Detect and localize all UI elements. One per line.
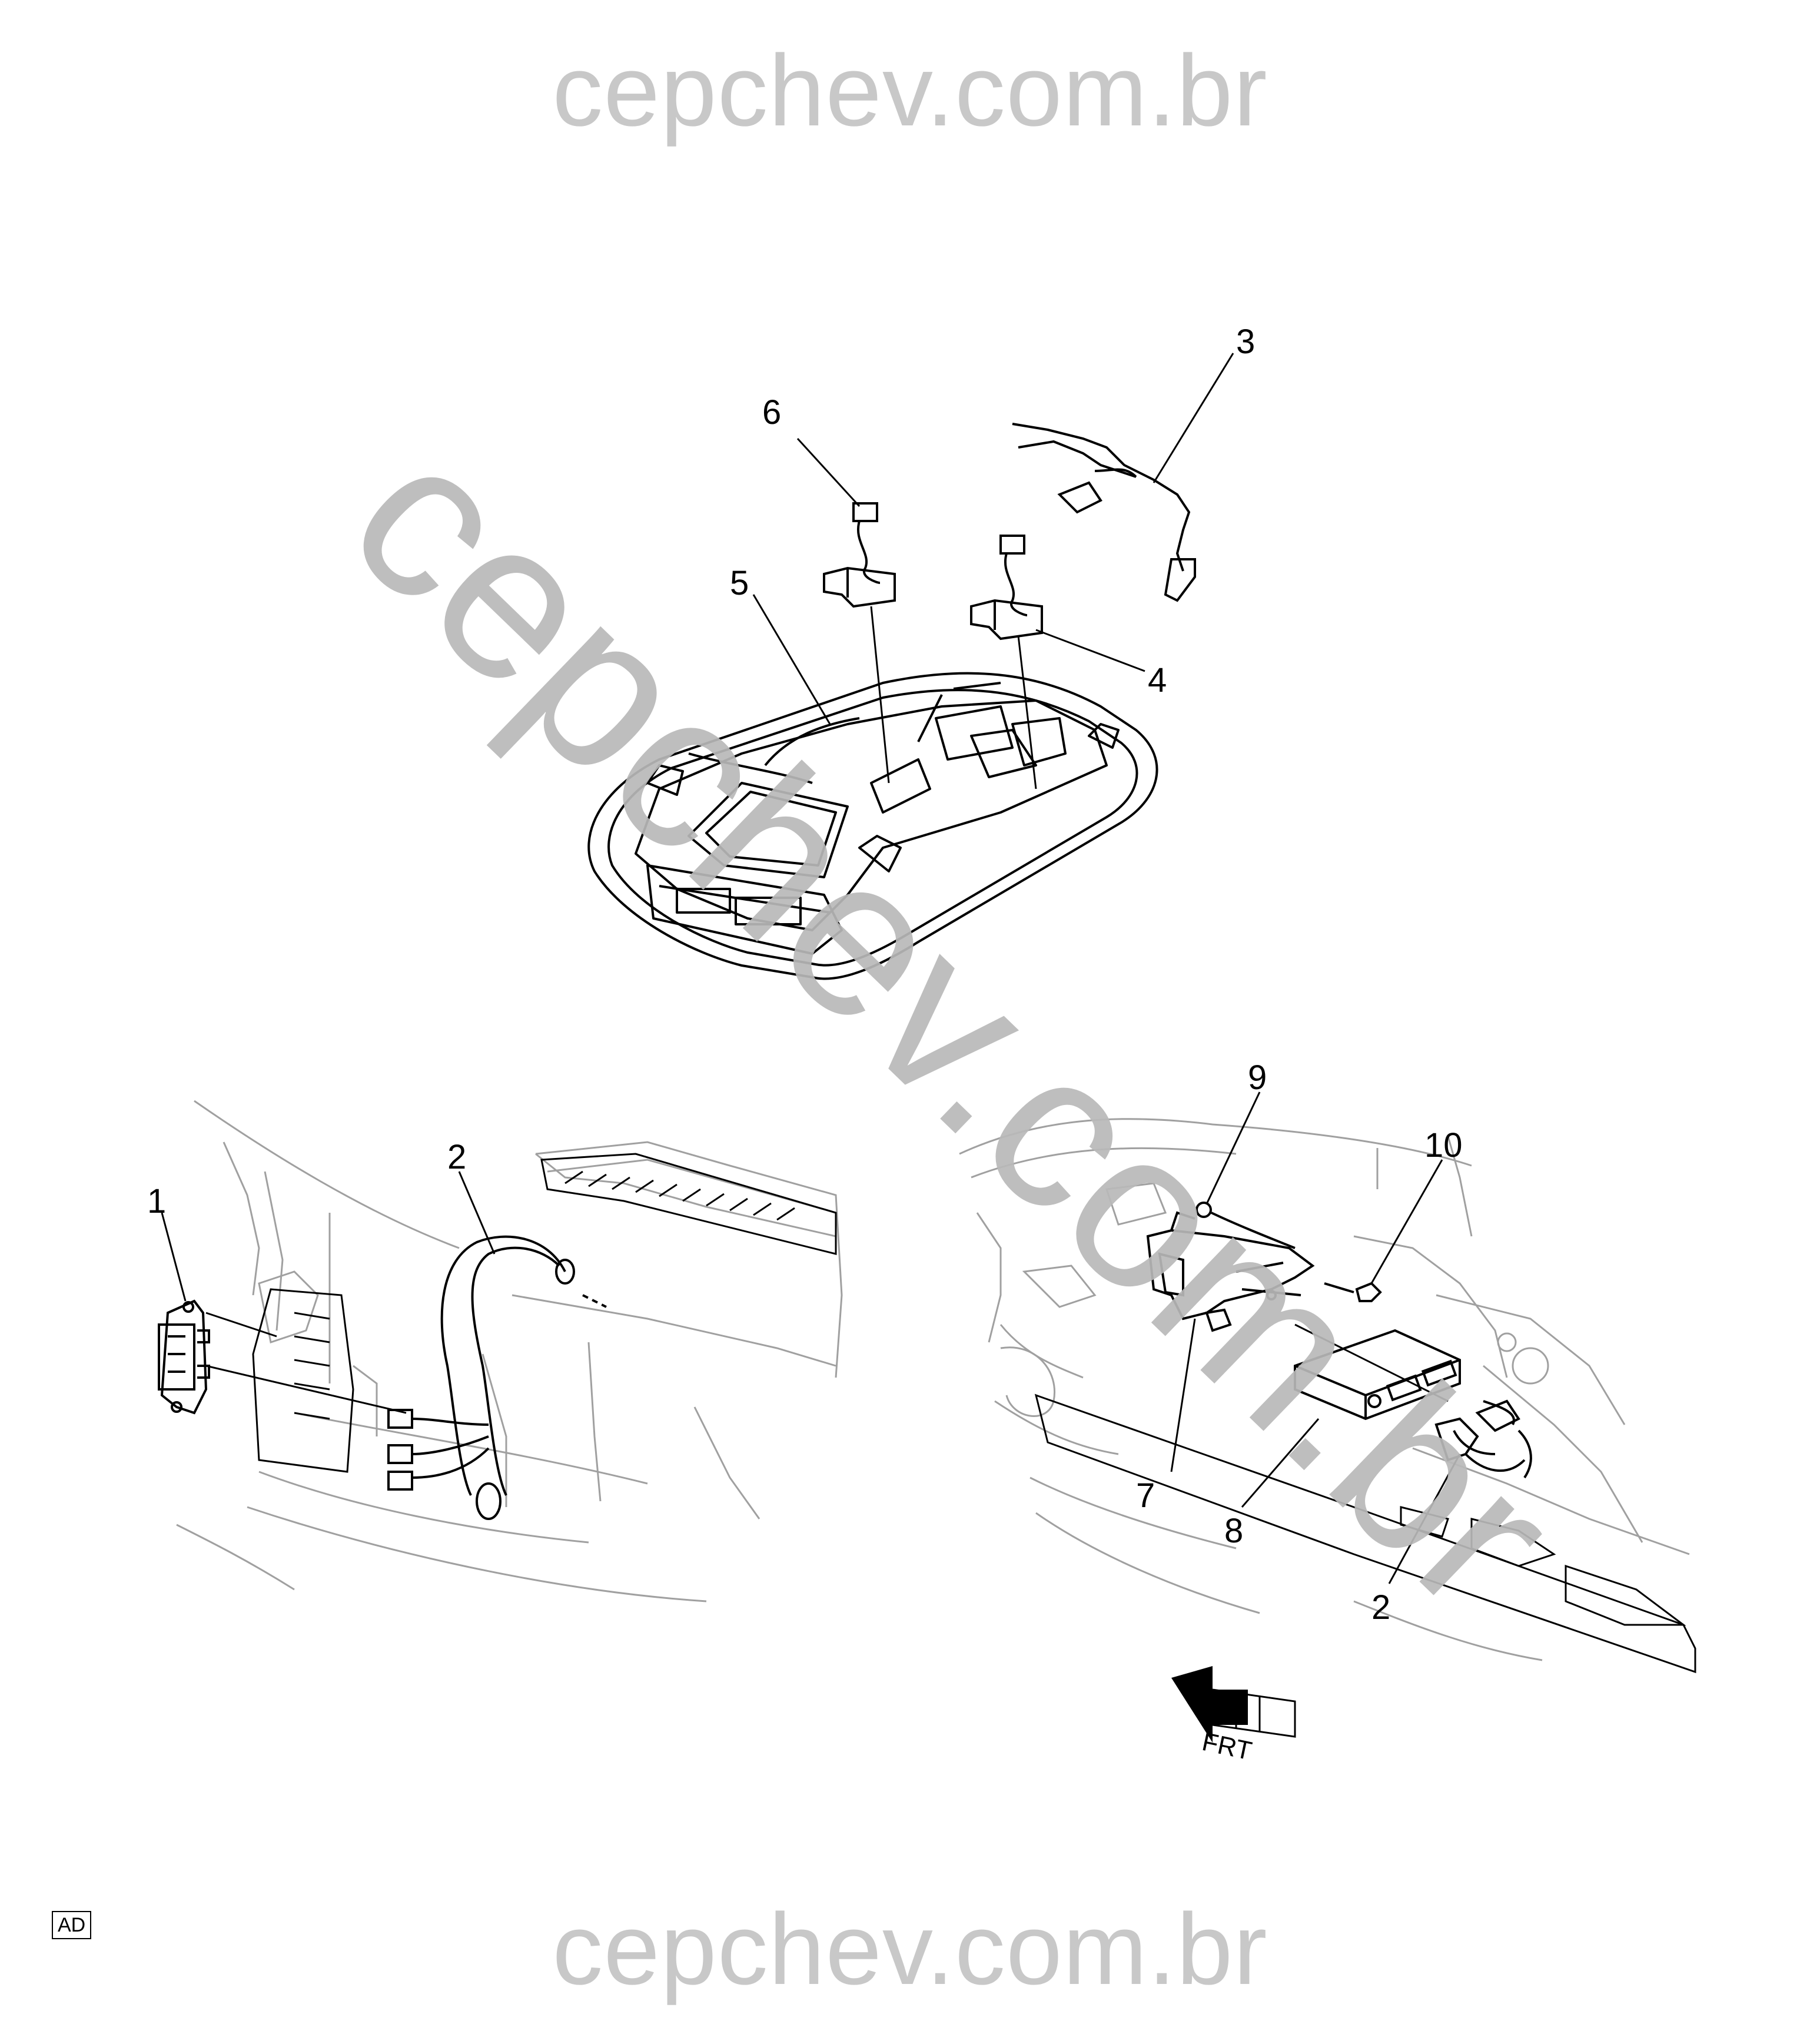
callout-4: 4 — [1148, 661, 1167, 699]
overhead-console-assembly — [587, 672, 1158, 980]
lower-left-assembly — [176, 1100, 843, 1602]
callout-labels: 1 2 3 4 5 6 7 8 9 10 2 — [147, 323, 1463, 1627]
callout-3: 3 — [1236, 323, 1255, 361]
callout-2-right: 2 — [1371, 1588, 1390, 1627]
part-4-lamp-connector — [970, 535, 1043, 641]
frt-label: FRT — [1200, 1727, 1254, 1766]
callout-7: 7 — [1136, 1476, 1155, 1515]
part-10-bolt — [1324, 1282, 1382, 1302]
leader-lines-top — [752, 353, 1234, 789]
callout-2-left: 2 — [447, 1138, 466, 1176]
part-1-module — [158, 1299, 210, 1415]
part-9-fastener — [1195, 1202, 1296, 1249]
lower-right-assembly — [959, 1118, 1690, 1661]
leader-lines-left — [161, 1171, 496, 1302]
callout-10: 10 — [1424, 1126, 1463, 1164]
leader-lines-right — [1170, 1091, 1461, 1584]
dash-panel-strip — [1034, 1393, 1696, 1674]
part-7-bracket — [1146, 1211, 1315, 1332]
watermark-bottom: cepchev.com.br — [552, 1893, 1268, 2006]
callout-9: 9 — [1248, 1058, 1267, 1097]
callout-6: 6 — [762, 393, 781, 432]
corner-tag: AD — [52, 1911, 92, 1939]
part-2-harness-left — [387, 1235, 607, 1520]
part-2-harness-right — [1434, 1399, 1532, 1479]
watermark-top: cepchev.com.br — [552, 34, 1268, 147]
callout-8: 8 — [1224, 1512, 1243, 1550]
part-8-module — [1294, 1329, 1461, 1421]
part-6-lamp-connector — [823, 502, 896, 608]
part-3-harness — [1012, 423, 1196, 602]
callout-1: 1 — [147, 1182, 166, 1220]
callout-5: 5 — [730, 564, 749, 602]
part-1-bracket-outline — [205, 1288, 407, 1473]
defroster-grille — [540, 1153, 837, 1255]
front-direction-arrow: FRT — [1171, 1666, 1296, 1766]
